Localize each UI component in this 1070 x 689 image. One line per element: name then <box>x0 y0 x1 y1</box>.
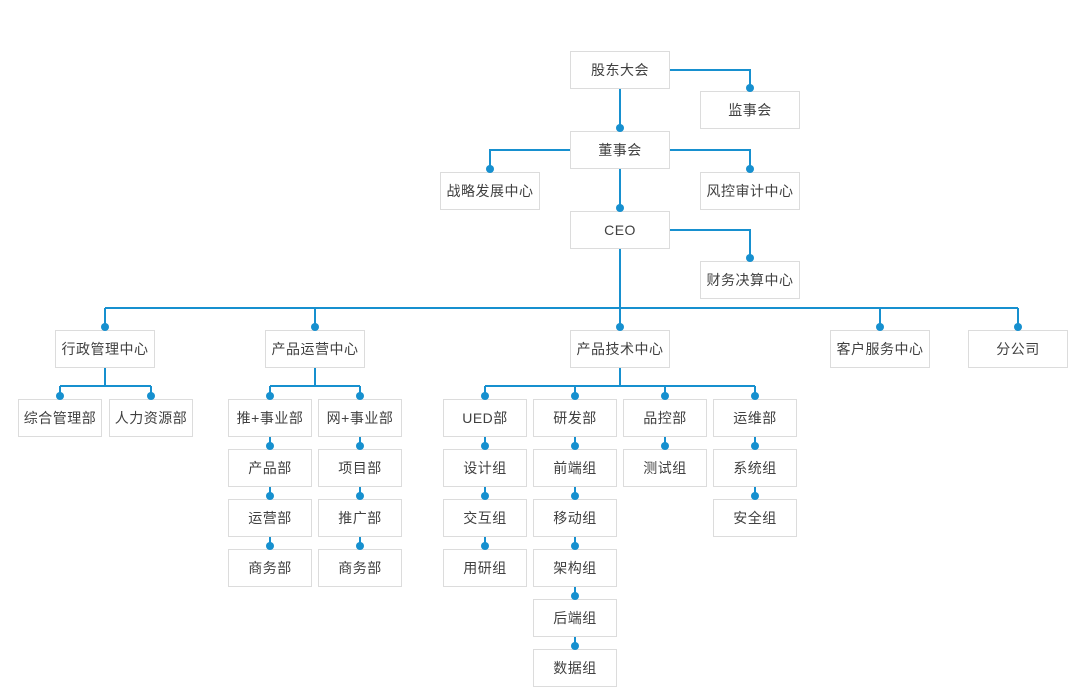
org-node-rnd-dept: 研发部 <box>533 399 617 437</box>
org-node-label: 财务决算中心 <box>706 272 794 288</box>
org-node-data-group: 数据组 <box>533 649 617 687</box>
org-node-financial-settlement-center: 财务决算中心 <box>700 261 800 299</box>
org-node-label: 品控部 <box>643 410 687 426</box>
org-node-architecture-group: 架构组 <box>533 549 617 587</box>
org-node-business-dept-wang: 商务部 <box>318 549 402 587</box>
org-node-interaction-group: 交互组 <box>443 499 527 537</box>
org-node-label: 股东大会 <box>591 62 649 78</box>
org-node-label: 数据组 <box>553 660 597 676</box>
org-node-label: 项目部 <box>338 460 382 476</box>
org-node-operations-dept: 运营部 <box>228 499 312 537</box>
org-node-label: 安全组 <box>733 510 777 526</box>
org-node-ops-maintenance-dept: 运维部 <box>713 399 797 437</box>
org-node-label: 交互组 <box>463 510 507 526</box>
org-node-supervisory-board: 监事会 <box>700 91 800 129</box>
org-node-label: 研发部 <box>553 410 597 426</box>
org-node-label: 系统组 <box>733 460 777 476</box>
org-node-promotion-dept: 推广部 <box>318 499 402 537</box>
org-node-label: CEO <box>604 222 636 238</box>
org-node-label: 董事会 <box>598 142 642 158</box>
org-node-tui-plus-business-unit: 推+事业部 <box>228 399 312 437</box>
org-node-label: 用研组 <box>463 560 507 576</box>
org-node-label: 推+事业部 <box>236 410 304 426</box>
org-node-label: 运营部 <box>248 510 292 526</box>
org-node-strategy-development-center: 战略发展中心 <box>440 172 540 210</box>
connector-line <box>670 69 751 88</box>
org-node-label: 测试组 <box>643 460 687 476</box>
org-node-backend-group: 后端组 <box>533 599 617 637</box>
org-node-user-research-group: 用研组 <box>443 549 527 587</box>
org-node-label: 商务部 <box>338 560 382 576</box>
org-node-admin-management-center: 行政管理中心 <box>55 330 155 368</box>
org-node-branch-company: 分公司 <box>968 330 1068 368</box>
org-node-testing-group: 测试组 <box>623 449 707 487</box>
org-node-product-technology-center: 产品技术中心 <box>570 330 670 368</box>
org-node-frontend-group: 前端组 <box>533 449 617 487</box>
org-node-ceo: CEO <box>570 211 670 249</box>
org-node-design-group: 设计组 <box>443 449 527 487</box>
org-node-shareholders-meeting: 股东大会 <box>570 51 670 89</box>
org-node-label: 运维部 <box>733 410 777 426</box>
org-node-label: 推广部 <box>338 510 382 526</box>
org-node-board-of-directors: 董事会 <box>570 131 670 169</box>
org-node-customer-service-center: 客户服务中心 <box>830 330 930 368</box>
org-node-label: 设计组 <box>463 460 507 476</box>
org-node-general-management-dept: 综合管理部 <box>18 399 102 437</box>
org-node-label: 行政管理中心 <box>61 341 149 357</box>
org-node-label: 移动组 <box>553 510 597 526</box>
org-node-label: 监事会 <box>728 102 772 118</box>
org-node-label: 产品技术中心 <box>576 341 664 357</box>
org-node-label: 前端组 <box>553 460 597 476</box>
org-node-product-operation-center: 产品运营中心 <box>265 330 365 368</box>
org-node-label: 产品运营中心 <box>271 341 359 357</box>
org-node-wang-plus-business-unit: 网+事业部 <box>318 399 402 437</box>
org-node-label: 客户服务中心 <box>836 341 924 357</box>
org-node-project-dept: 项目部 <box>318 449 402 487</box>
org-node-label: 综合管理部 <box>23 410 97 426</box>
org-node-label: 商务部 <box>248 560 292 576</box>
connector-line <box>489 149 570 169</box>
org-node-label: 战略发展中心 <box>446 183 534 199</box>
org-node-label: 分公司 <box>996 341 1040 357</box>
org-node-label: 架构组 <box>553 560 597 576</box>
org-node-security-group: 安全组 <box>713 499 797 537</box>
org-node-label: 风控审计中心 <box>706 183 794 199</box>
org-node-label: 网+事业部 <box>326 410 394 426</box>
org-node-risk-audit-center: 风控审计中心 <box>700 172 800 210</box>
org-node-label: 后端组 <box>553 610 597 626</box>
org-node-product-dept: 产品部 <box>228 449 312 487</box>
org-node-label: 产品部 <box>248 460 292 476</box>
connector-line <box>670 149 751 169</box>
org-node-business-dept-tui: 商务部 <box>228 549 312 587</box>
org-node-human-resources-dept: 人力资源部 <box>109 399 193 437</box>
connector-line <box>670 229 751 258</box>
org-node-mobile-group: 移动组 <box>533 499 617 537</box>
org-node-label: 人力资源部 <box>114 410 188 426</box>
org-node-label: UED部 <box>462 410 508 426</box>
org-node-ued-dept: UED部 <box>443 399 527 437</box>
org-node-system-group: 系统组 <box>713 449 797 487</box>
org-node-quality-control-dept: 品控部 <box>623 399 707 437</box>
